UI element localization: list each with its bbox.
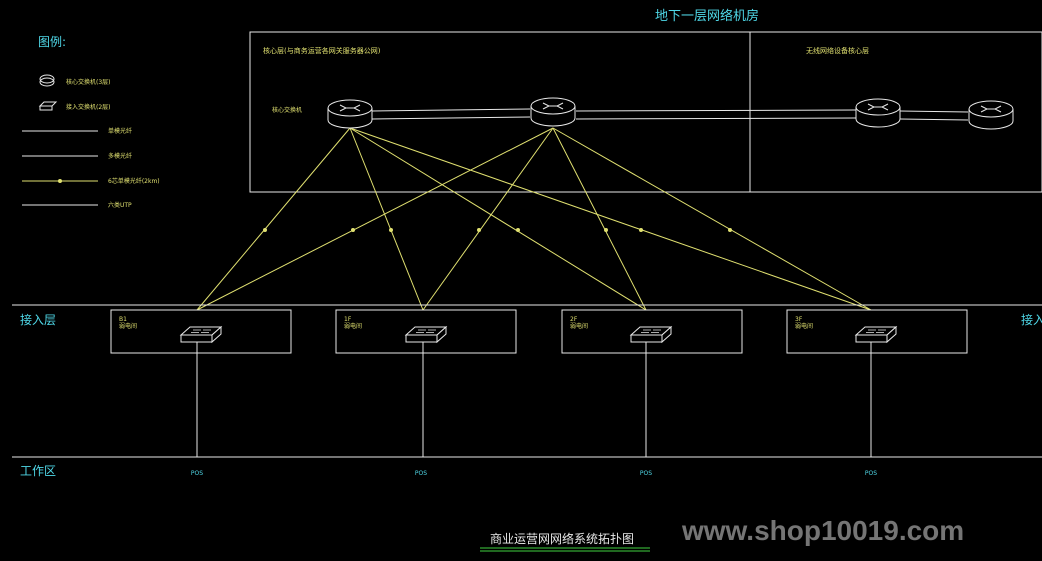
core-device-label: 核心交换机 bbox=[272, 106, 302, 114]
work-area-label: 工作区 bbox=[20, 464, 56, 478]
legend-label: 多模光纤 bbox=[108, 152, 132, 160]
box-name: 弱电间 bbox=[119, 322, 137, 330]
legend-fiber-dot bbox=[58, 179, 62, 183]
legend-switch-icon bbox=[38, 101, 58, 111]
switch-icon bbox=[179, 325, 223, 344]
legend-label: 接入交换机(2层) bbox=[66, 103, 111, 111]
diagram-title: 地下一层网络机房 bbox=[655, 8, 759, 24]
access-layer-label: 接入层 bbox=[20, 312, 56, 327]
box-floor: 1F bbox=[344, 316, 352, 323]
core-room-frame bbox=[249, 31, 1042, 193]
legend-label: 6芯单模光纤(2km) bbox=[108, 177, 160, 185]
box-name: 弱电间 bbox=[795, 322, 813, 330]
box-floor: 2F bbox=[570, 316, 578, 323]
watermark: www.shop10019.com bbox=[681, 515, 964, 546]
box-floor: 3F bbox=[795, 316, 803, 323]
switch-icon bbox=[404, 325, 448, 344]
legend-heading: 图例: bbox=[38, 35, 66, 49]
pos-terminal: POS bbox=[640, 470, 652, 477]
drop-cables bbox=[196, 342, 872, 457]
legend-label: 六类UTP bbox=[108, 201, 132, 209]
box-name: 弱电间 bbox=[344, 322, 362, 330]
pos-terminal: POS bbox=[191, 470, 203, 477]
pos-terminal: POS bbox=[415, 470, 427, 477]
switch-icon bbox=[629, 325, 673, 344]
footer-title: 商业运营网网络系统拓扑图 bbox=[490, 531, 634, 546]
legend: 图例: 核心交换机(3层) 接入交换机(2层) 单模光纤 多模光纤 6芯单模光纤… bbox=[22, 35, 160, 209]
access-box: 3F 弱电间 bbox=[786, 309, 968, 354]
access-box: 1F 弱电间 bbox=[335, 309, 517, 354]
router-icon bbox=[327, 99, 373, 129]
switch-icon bbox=[854, 325, 898, 344]
core-zone-label: 核心层(与商务运营各网关服务器公网) bbox=[263, 46, 381, 55]
box-name: 弱电间 bbox=[570, 322, 588, 330]
legend-label: 核心交换机(3层) bbox=[66, 78, 111, 86]
access-box: B1 弱电间 bbox=[110, 309, 292, 354]
router-icon bbox=[530, 97, 576, 127]
pos-terminal: POS bbox=[865, 470, 877, 477]
box-floor: B1 bbox=[119, 316, 127, 323]
legend-router-icon bbox=[39, 74, 55, 87]
legend-label: 单模光纤 bbox=[108, 127, 132, 135]
access-layer-label-right: 接入 bbox=[1021, 312, 1042, 327]
router-icon bbox=[968, 100, 1014, 130]
router-icon bbox=[855, 98, 901, 128]
fiber-dots bbox=[263, 228, 732, 232]
access-box: 2F 弱电间 bbox=[561, 309, 743, 354]
fiber-uplinks bbox=[196, 127, 872, 311]
wireless-zone-label: 无线网络设备核心层 bbox=[806, 46, 869, 55]
core-trunk bbox=[371, 108, 969, 121]
